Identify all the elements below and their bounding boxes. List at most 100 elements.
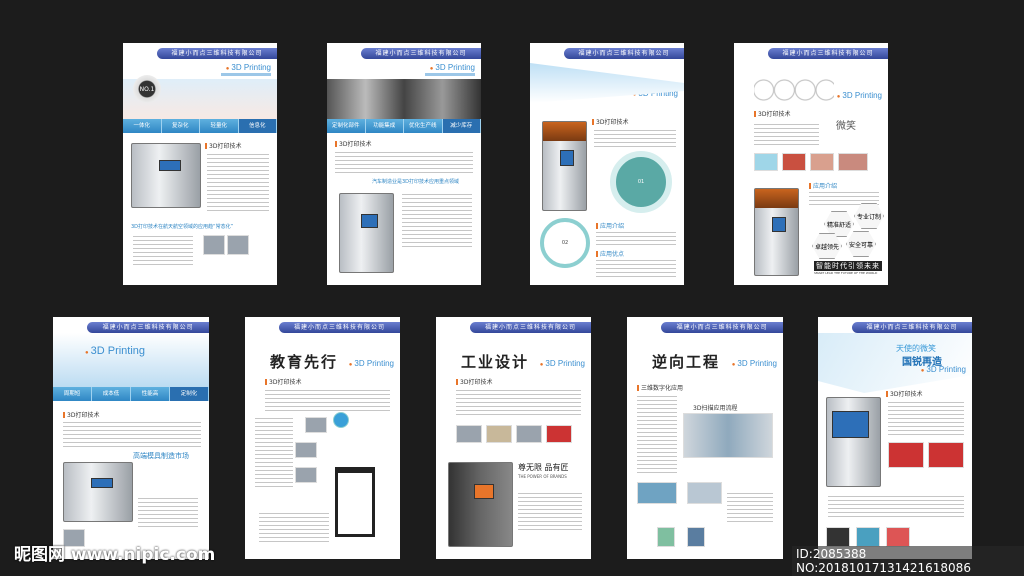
nav-item: 信息化 <box>238 119 277 133</box>
lead-text: 高端模具制造市场 <box>133 452 189 460</box>
feature-nav: 周期短成本低性能高定制化 <box>53 387 209 401</box>
thumbnail <box>657 527 675 547</box>
brochure-page-industrial-design: 福建小而点三维科技有限公司 工业设计 3D Printing 3D打印技术 尊无… <box>436 317 591 559</box>
intro-heading: 应用介绍 <box>809 181 837 190</box>
brand-logo: 3D Printing <box>633 89 678 98</box>
headline-1: 天使的微笑 <box>896 344 936 353</box>
thumbnail <box>928 442 964 468</box>
thumbnail <box>810 153 834 171</box>
nav-item: 性能高 <box>131 387 170 401</box>
thumbnail <box>456 425 482 443</box>
advantage-heading: 应用优点 <box>596 249 624 258</box>
section-title: 3D打印技术 <box>63 410 99 419</box>
company-banner: 福建小而点三维科技有限公司 <box>360 48 481 59</box>
company-banner: 福建小而点三维科技有限公司 <box>87 322 209 333</box>
slogan: 智能时代引领未来 <box>814 261 882 271</box>
thumbnail <box>754 153 778 171</box>
body-text <box>133 235 193 265</box>
thumbnail <box>546 425 572 443</box>
body-text <box>594 129 676 149</box>
printer-image <box>63 462 133 522</box>
process-circle-01: 01 <box>610 151 672 213</box>
thumbnail <box>295 442 317 458</box>
brand-logo: 3D Printing <box>540 359 585 368</box>
brochure-page-automotive: 福建小而点三维科技有限公司 3D Printing 定制化部件功能集成优化生产线… <box>327 43 481 285</box>
body-text <box>259 512 329 542</box>
page-title: 教育先行 <box>270 353 339 371</box>
brochure-page-smile: 福建小而点三维科技有限公司 3D Printing 3D打印技术 微笑 应用介绍… <box>734 43 888 285</box>
brand-logo: 3D Printing <box>837 91 882 100</box>
nav-item: 复杂化 <box>162 119 200 133</box>
printer-image <box>754 188 799 276</box>
brochure-page-reverse-engineering: 福建小而点三维科技有限公司 逆向工程 3D Printing 三维数字化应用 3… <box>627 317 783 559</box>
brand-logo: 3D Printing <box>732 359 777 368</box>
section-title: 3D打印技术 <box>886 389 922 398</box>
brand-logo: 3D Printing <box>226 63 271 72</box>
flow-heading: 3D扫描应用流程 <box>693 405 738 412</box>
company-banner: 福建小而点三维科技有限公司 <box>661 322 783 333</box>
section-title: 3D打印技术 <box>335 139 371 148</box>
intro-heading: 应用介绍 <box>596 221 624 230</box>
thumbnail <box>203 235 225 255</box>
company-banner: 福建小而点三维科技有限公司 <box>279 322 400 333</box>
page-title: 逆向工程 <box>652 353 721 371</box>
badge-text: NO.1 <box>139 85 155 93</box>
nav-item: 成本低 <box>92 387 131 401</box>
headline-2: 国锐再造 <box>902 357 942 368</box>
body-text <box>138 497 198 527</box>
section-title: 3D打印技术 <box>265 377 301 386</box>
brand-logo: 3D Printing <box>85 345 145 357</box>
feature-circle <box>333 412 349 428</box>
no1-badge: NO.1 <box>133 75 161 103</box>
body-text <box>828 495 964 517</box>
thumbnail <box>305 417 327 433</box>
body-text <box>754 123 819 145</box>
company-banner: 福建小而点三维科技有限公司 <box>563 48 684 59</box>
hero-tooth-image <box>818 333 972 393</box>
printer-image <box>826 397 881 487</box>
hero-parts-image <box>327 79 481 119</box>
printer-image <box>131 143 201 208</box>
brochure-page-education: 福建小而点三维科技有限公司 教育先行 3D Printing 3D打印技术 <box>245 317 400 559</box>
rings-decoration <box>754 79 834 101</box>
body-text <box>402 193 472 248</box>
body-text <box>888 401 964 435</box>
lead-text: 汽车制造业是3D打印技术应用重点领域 <box>372 179 460 185</box>
circle-label: 02 <box>561 240 569 246</box>
printer-image <box>448 462 513 547</box>
body-text <box>207 153 269 213</box>
nav-item: 功能集成 <box>366 119 404 133</box>
thumbnail <box>886 527 910 547</box>
body-text <box>456 389 581 415</box>
thumbnail <box>782 153 806 171</box>
brochure-page-angel-smile: 福建小而点三维科技有限公司 天使的微笑 国锐再造 3D Printing 3D打… <box>818 317 972 559</box>
body-text <box>255 417 293 487</box>
subtitle-bar <box>425 73 475 76</box>
printer-image <box>542 121 587 211</box>
brand-logo: 3D Printing <box>430 63 475 72</box>
feature-nav: 一体化复杂化轻量化信息化 <box>123 119 277 133</box>
brochure-page-aerospace: 福建小而点三维科技有限公司 3D Printing NO.1 一体化复杂化轻量化… <box>123 43 277 285</box>
page-title: 工业设计 <box>461 353 530 371</box>
body-text <box>637 395 677 475</box>
section-title: 3D打印技术 <box>205 141 241 150</box>
company-banner: 福建小而点三维科技有限公司 <box>851 322 972 333</box>
feature-nav: 定制化部件功能集成优化生产线减少库存 <box>327 119 481 133</box>
scan-flow-image <box>683 413 773 458</box>
circle-label: 01 <box>637 179 645 185</box>
thumbnail <box>687 482 722 504</box>
thumbnail <box>856 527 880 547</box>
nav-item: 周期短 <box>53 387 92 401</box>
thumbnail <box>687 527 705 547</box>
nav-item: 定制化部件 <box>327 119 366 133</box>
subtitle-bar <box>221 73 271 76</box>
lead-text: 3D打印技术在航天航空领域的应用趋“常态化” <box>131 224 234 230</box>
section-title: 三维数字化应用 <box>637 383 683 392</box>
tagline-en: THE POWER OF BRANDS <box>518 474 567 479</box>
nav-item: 减少库存 <box>442 119 481 133</box>
thumbnail <box>227 235 249 255</box>
body-text <box>727 492 773 522</box>
hero-city-image <box>53 333 209 387</box>
process-circle-02: 02 <box>540 218 590 268</box>
